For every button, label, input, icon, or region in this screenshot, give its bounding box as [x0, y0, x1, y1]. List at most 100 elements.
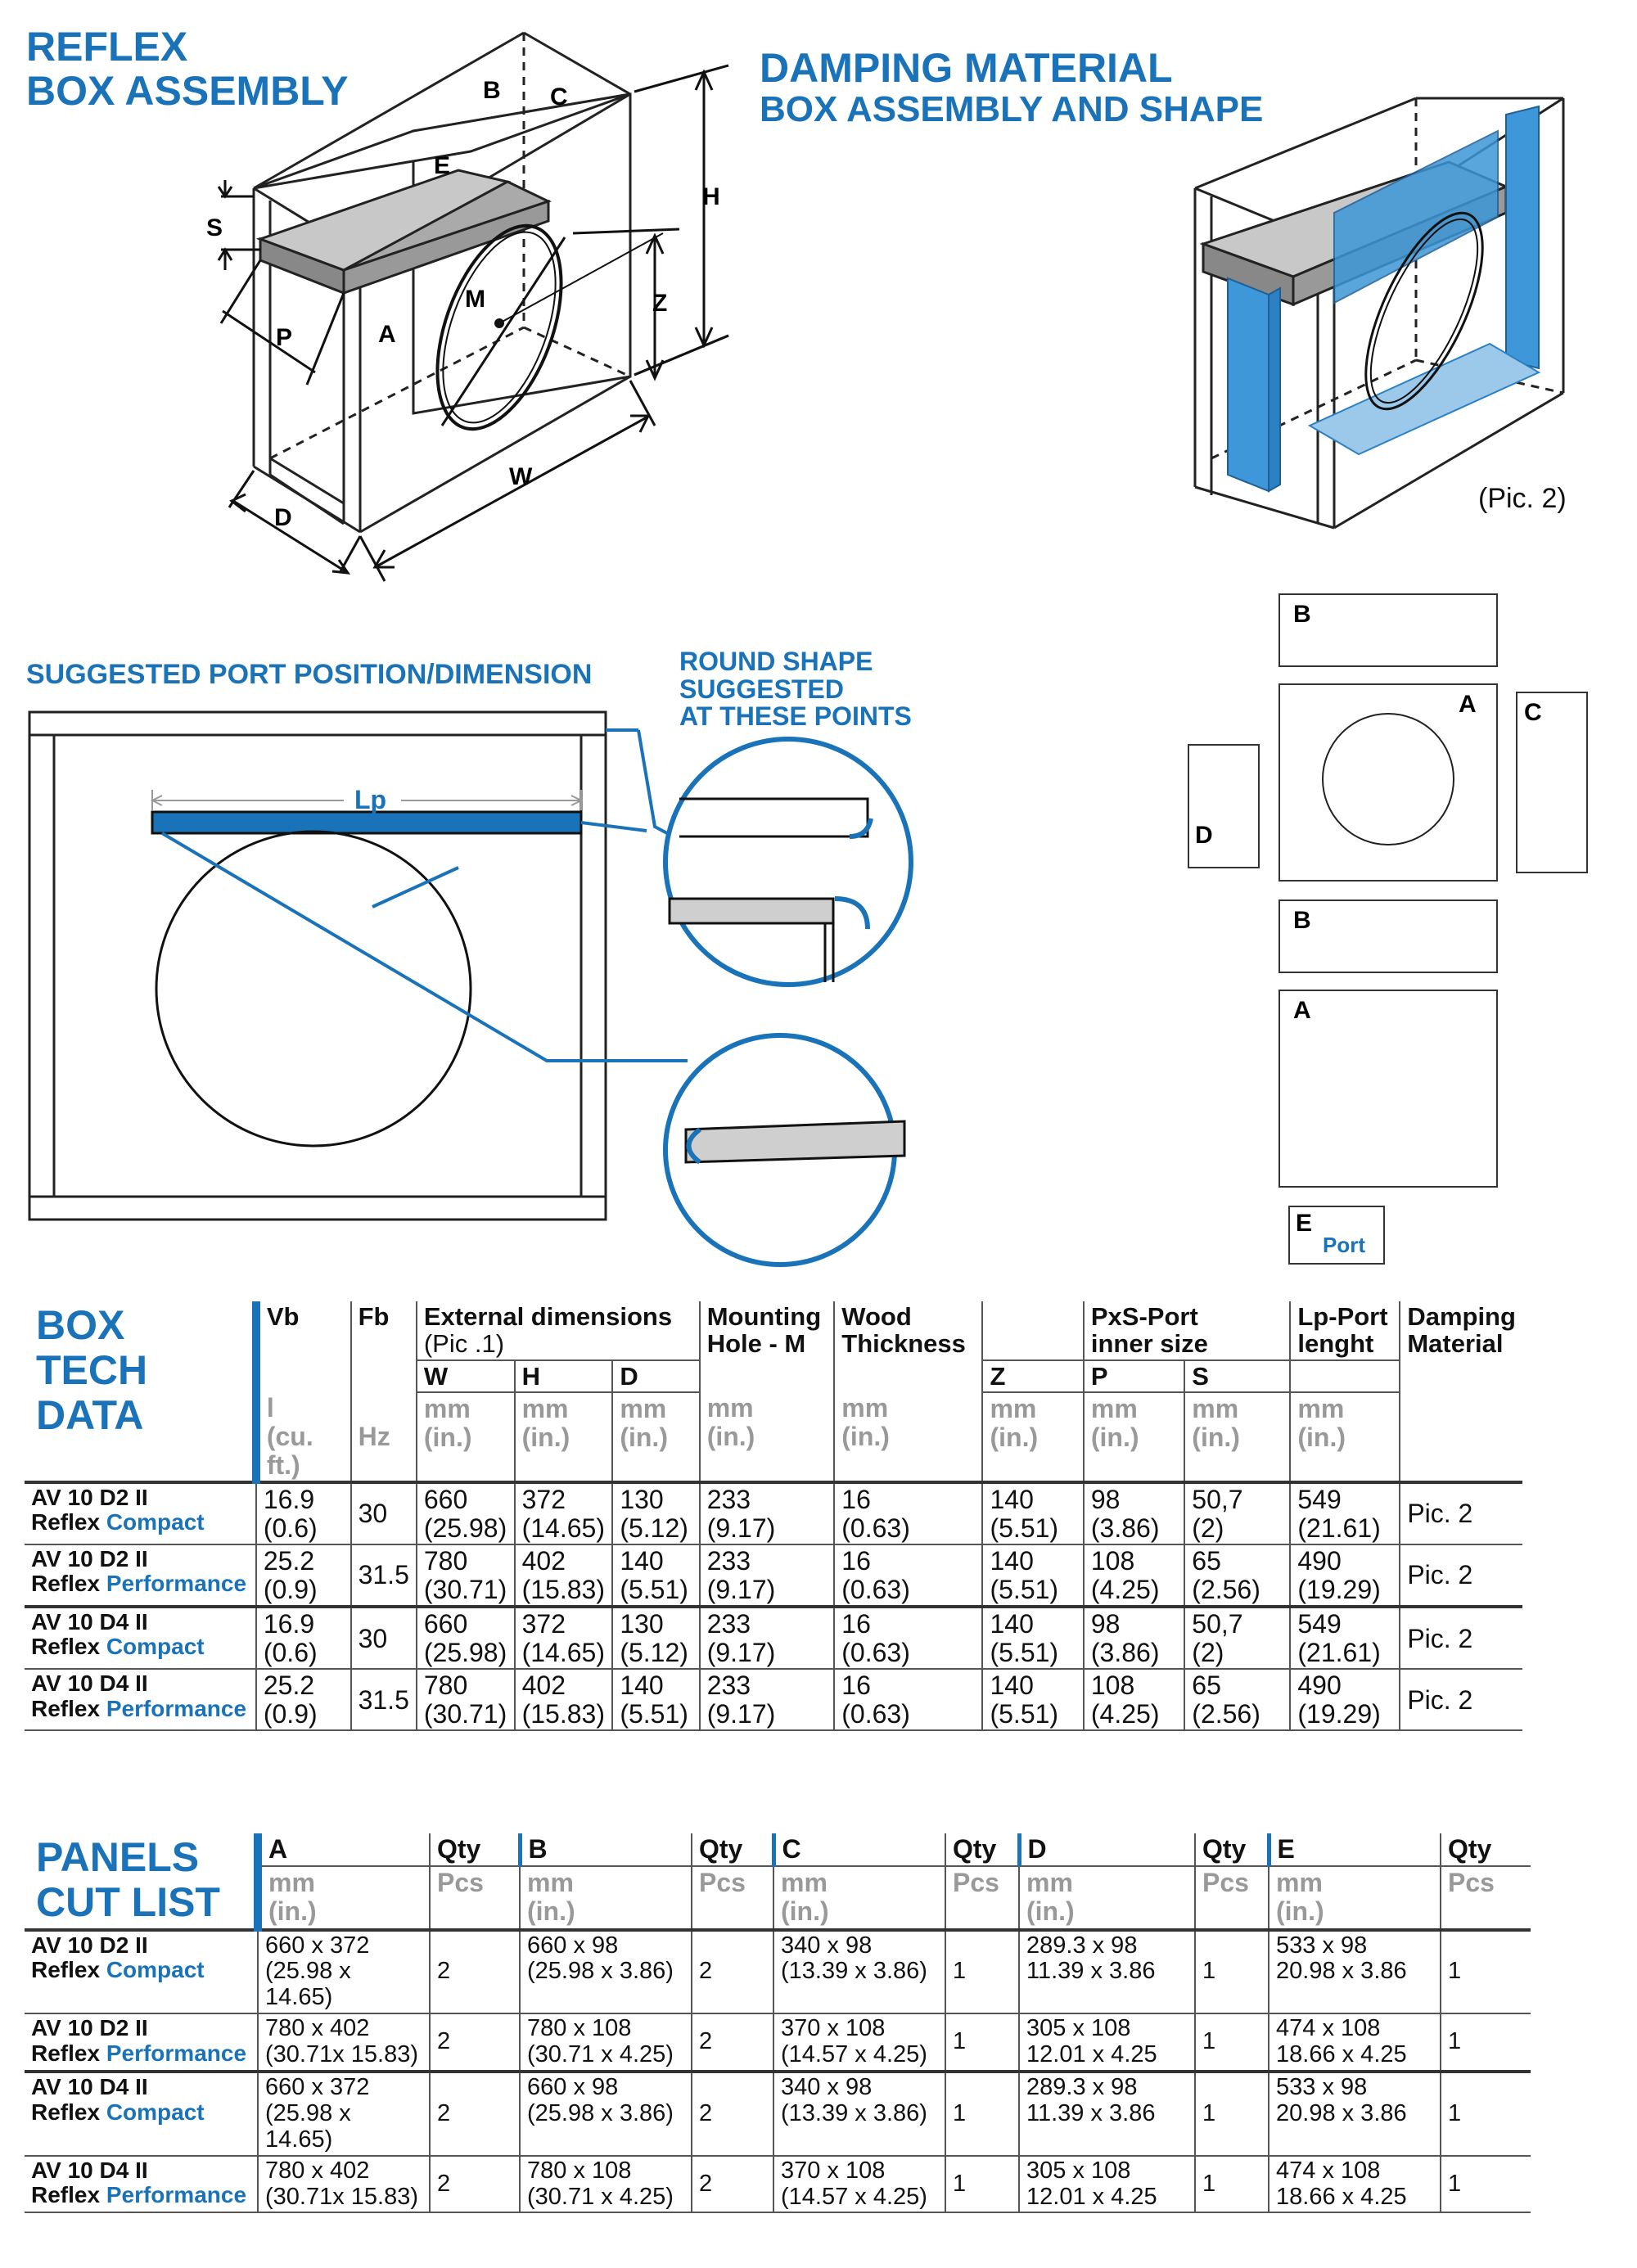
tech-lp: 549(21.61): [1289, 1481, 1401, 1546]
unit-lp: mm(in.): [1289, 1391, 1401, 1484]
tech-t: 16(0.63): [833, 1481, 984, 1546]
cut-qty: 1: [1194, 2070, 1269, 2157]
cut-c: 370 x 108(14.57 x 4.25): [773, 2154, 946, 2214]
unit-fb: Hz: [349, 1392, 417, 1484]
tech-fb: 31.5: [349, 1668, 417, 1732]
tech-h: 402(15.83): [513, 1544, 614, 1608]
port-slab-edge: [342, 199, 550, 295]
damping-pad-bottom: [1307, 342, 1541, 456]
p-dimension: [219, 259, 345, 386]
section-right-panel: [579, 733, 607, 1198]
cut-qty: 2: [691, 1928, 774, 2015]
cut-a: 780 x 402(30.71x 15.83): [257, 2013, 431, 2073]
panel-a-back: [1278, 990, 1498, 1188]
tech-s: 65(2.56): [1184, 1544, 1292, 1608]
callout-line-lower: [160, 832, 688, 1062]
damping-title: DAMPING MATERIAL BOX ASSEMBLY AND SHAPE: [760, 45, 1264, 129]
cut-a: 660 x 372(25.98 x 14.65): [257, 2070, 431, 2157]
tech-d: 130(5.12): [611, 1605, 701, 1671]
hdr-damp: Damping Material: [1399, 1301, 1522, 1393]
detail-circle-top: [663, 737, 913, 987]
z-leader: [498, 232, 664, 324]
label-Lp: Lp: [354, 785, 386, 814]
port-position-title: SUGGESTED PORT POSITION/DIMENSION: [26, 659, 593, 690]
tech-w: 780(30.71): [415, 1668, 516, 1732]
cut-hdr-qty-b: Qty: [691, 1833, 774, 1868]
tech-m: 233(9.17): [698, 1481, 836, 1546]
cut-unit-qa: Pcs: [429, 1865, 521, 1931]
cut-qty: 2: [429, 1928, 521, 2015]
tech-t: 16(0.63): [833, 1668, 984, 1732]
tech-m: 233(9.17): [698, 1544, 836, 1608]
damping-box-diagram: [1193, 97, 1565, 530]
tech-fb: 30: [349, 1481, 417, 1546]
panel-layout-diagram: B A C D B A E Port: [1188, 593, 1588, 1265]
unit-h: mm(in.): [513, 1391, 614, 1484]
panel-a-hole: [1322, 713, 1454, 845]
cut-unit-a: mm(in.): [254, 1865, 431, 1931]
panel-label-a1: A: [1459, 691, 1477, 718]
panel-a-front: [1278, 683, 1498, 881]
cut-title: PANELS CUT LIST: [36, 1834, 220, 1925]
tech-h: 372(14.65): [513, 1605, 614, 1671]
cut-unit-qc: Pcs: [945, 1865, 1020, 1931]
tech-fb: 31.5: [349, 1544, 417, 1608]
tech-d: 130(5.12): [611, 1481, 701, 1546]
cut-qty: 1: [945, 2070, 1020, 2157]
section-speaker-circle: [155, 830, 472, 1148]
damping-pad-back: [1333, 129, 1499, 304]
tech-p: 108(4.25): [1082, 1668, 1186, 1732]
cut-unit-b: mm(in.): [519, 1865, 692, 1931]
cut-qty: 1: [945, 2013, 1020, 2073]
tech-z: 140(5.51): [981, 1605, 1085, 1671]
tech-w: 780(30.71): [415, 1544, 516, 1608]
cut-unit-qb: Pcs: [691, 1865, 774, 1931]
tech-m: 233(9.17): [698, 1605, 836, 1671]
tech-d: 140(5.51): [611, 1544, 701, 1608]
cut-qty: 2: [429, 2070, 521, 2157]
hdr-w: W: [415, 1359, 516, 1394]
hdr-d: D: [611, 1359, 701, 1394]
port-slab-top: [256, 169, 512, 272]
tech-s: 65(2.56): [1184, 1668, 1292, 1732]
tech-damp: Pic. 2: [1399, 1481, 1522, 1546]
unit-damp: [1399, 1392, 1522, 1484]
cut-b: 660 x 98(25.98 x 3.86): [519, 1928, 692, 2015]
cut-qty: 1: [1440, 2070, 1531, 2157]
unit-s: mm(in.): [1184, 1391, 1292, 1484]
cut-qty: 1: [945, 2154, 1020, 2214]
cut-a: 780 x 402(30.71x 15.83): [257, 2154, 431, 2214]
cut-hdr-e: E: [1266, 1833, 1441, 1868]
h-dimension: [634, 64, 729, 376]
cut-hdr-d: D: [1017, 1833, 1196, 1868]
cut-qty: 1: [945, 1928, 1020, 2015]
damping-pad-right: [1505, 105, 1540, 370]
pic2-caption: (Pic. 2): [1478, 483, 1567, 514]
tech-z: 140(5.51): [981, 1544, 1085, 1608]
cut-qty: 1: [1194, 2154, 1269, 2214]
cut-hdr-qty-c: Qty: [945, 1833, 1020, 1868]
tech-h: 372(14.65): [513, 1481, 614, 1546]
panel-label-c: C: [1524, 699, 1542, 726]
tech-title: BOX TECH DATA: [36, 1302, 148, 1438]
tech-t: 16(0.63): [833, 1605, 984, 1671]
tech-d: 140(5.51): [611, 1668, 701, 1732]
panel-b-top: [1278, 593, 1498, 667]
cut-b: 780 x 108(30.71 x 4.25): [519, 2154, 692, 2214]
unit-z: mm(in.): [981, 1391, 1085, 1484]
reflex-title: REFLEX BOX ASSEMBLY: [26, 24, 349, 114]
unit-d: mm(in.): [611, 1391, 701, 1484]
tech-p: 98(3.86): [1082, 1605, 1186, 1671]
